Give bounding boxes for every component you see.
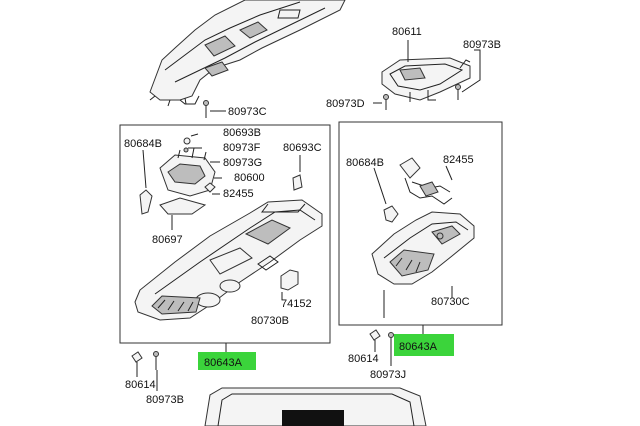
label-80693c: 80693C xyxy=(283,142,322,154)
label-80973g: 80973G xyxy=(223,157,262,169)
screw-80973c: 80973C xyxy=(203,100,267,118)
label-80684b-right: 80684B xyxy=(346,157,384,169)
right-group-frame xyxy=(338,121,503,326)
right-group: 80684B 82455 80730C xyxy=(346,154,475,318)
label-80643a-right: 80643A xyxy=(399,341,438,353)
highlight-80643a-left xyxy=(198,352,256,370)
label-80973b-top: 80973B xyxy=(463,39,501,51)
bottom-panel-opening xyxy=(282,410,344,426)
bottom-panel xyxy=(204,387,427,426)
label-80693b: 80693B xyxy=(223,127,261,139)
label-80697: 80697 xyxy=(152,234,183,246)
label-80973f: 80973F xyxy=(223,142,261,154)
left-group: 80684B 80697 80693B 80973F 80693C xyxy=(124,127,323,327)
label-80973c: 80973C xyxy=(228,106,267,118)
screw-80973d: 80973D xyxy=(326,94,389,110)
screw-80973b-top: 80973B xyxy=(455,39,501,100)
highlight-80643a-right xyxy=(394,334,454,356)
fasteners-bottom-right: 80614 80973J xyxy=(348,329,406,381)
label-80643a-left: 80643A xyxy=(204,357,243,369)
bracket-80611: 80611 xyxy=(381,26,471,102)
label-80730c: 80730C xyxy=(431,296,470,308)
fasteners-bottom-left: 80614 80973B xyxy=(125,351,184,406)
label-80614-left: 80614 xyxy=(125,379,156,391)
label-82455-right: 82455 xyxy=(443,154,474,166)
left-group-frame xyxy=(119,124,331,344)
label-80614-right: 80614 xyxy=(348,353,379,365)
label-82455-left: 82455 xyxy=(223,188,254,200)
label-80730b: 80730B xyxy=(251,315,289,327)
label-80684b-left: 80684B xyxy=(124,138,162,150)
roof-panel xyxy=(149,0,346,107)
label-80600: 80600 xyxy=(234,172,265,184)
label-74152: 74152 xyxy=(281,298,312,310)
label-80611: 80611 xyxy=(392,26,422,38)
label-80973j: 80973J xyxy=(370,369,406,381)
label-80973d: 80973D xyxy=(326,98,365,110)
label-80973b-bottom: 80973B xyxy=(146,394,184,406)
